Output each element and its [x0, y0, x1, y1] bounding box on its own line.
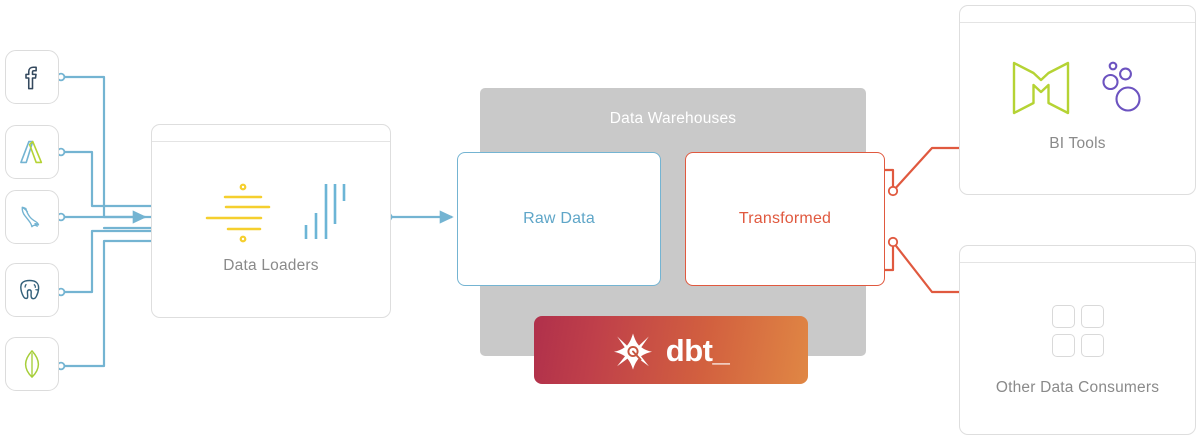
looker-icon	[1101, 61, 1141, 112]
card-title-bar	[960, 246, 1195, 263]
postgresql-elephant-icon	[20, 279, 40, 300]
fivetran-icon	[205, 183, 271, 242]
app-grid-icon	[1051, 304, 1104, 357]
other-consumers-caption: Other Data Consumers	[995, 378, 1160, 396]
source-tile-mysql[interactable]	[5, 190, 59, 244]
transformed-box[interactable]: Transformed	[685, 152, 885, 286]
google-ads-icon	[20, 140, 43, 164]
data-loaders-card[interactable]: Data Loaders	[151, 124, 391, 318]
source-to-loader-wires	[59, 75, 153, 368]
mongodb-leaf-icon	[24, 350, 40, 378]
dbt-banner[interactable]: dbt_	[534, 316, 808, 384]
mysql-dolphin-icon	[21, 206, 40, 228]
dbt-star-icon	[613, 333, 652, 370]
data-warehouses-title: Data Warehouses	[609, 110, 737, 127]
source-connector-dots	[56, 72, 66, 371]
source-tile-google-ads[interactable]	[5, 125, 59, 179]
dbt-wordmark: dbt_	[665, 332, 730, 368]
bi-tools-card[interactable]: BI Tools	[959, 5, 1196, 195]
data-loaders-caption: Data Loaders	[223, 256, 319, 274]
stitch-icon	[304, 183, 346, 239]
bi-tools-caption: BI Tools	[1049, 134, 1106, 152]
grid-square	[1051, 304, 1075, 328]
other-consumers-card[interactable]: Other Data Consumers	[959, 245, 1196, 435]
raw-data-box[interactable]: Raw Data	[457, 152, 661, 286]
grid-square	[1051, 333, 1075, 357]
metabase-icon	[1012, 61, 1069, 114]
card-title-bar	[960, 6, 1195, 23]
source-tile-facebook[interactable]	[5, 50, 59, 104]
grid-square	[1080, 304, 1104, 328]
transformed-output-dots	[887, 185, 899, 248]
source-tile-mongodb[interactable]	[5, 337, 59, 391]
loader-to-raw-wire	[383, 210, 454, 224]
card-title-bar	[152, 125, 390, 142]
source-tile-postgresql[interactable]	[5, 263, 59, 317]
facebook-icon	[25, 66, 37, 90]
grid-square	[1080, 333, 1104, 357]
